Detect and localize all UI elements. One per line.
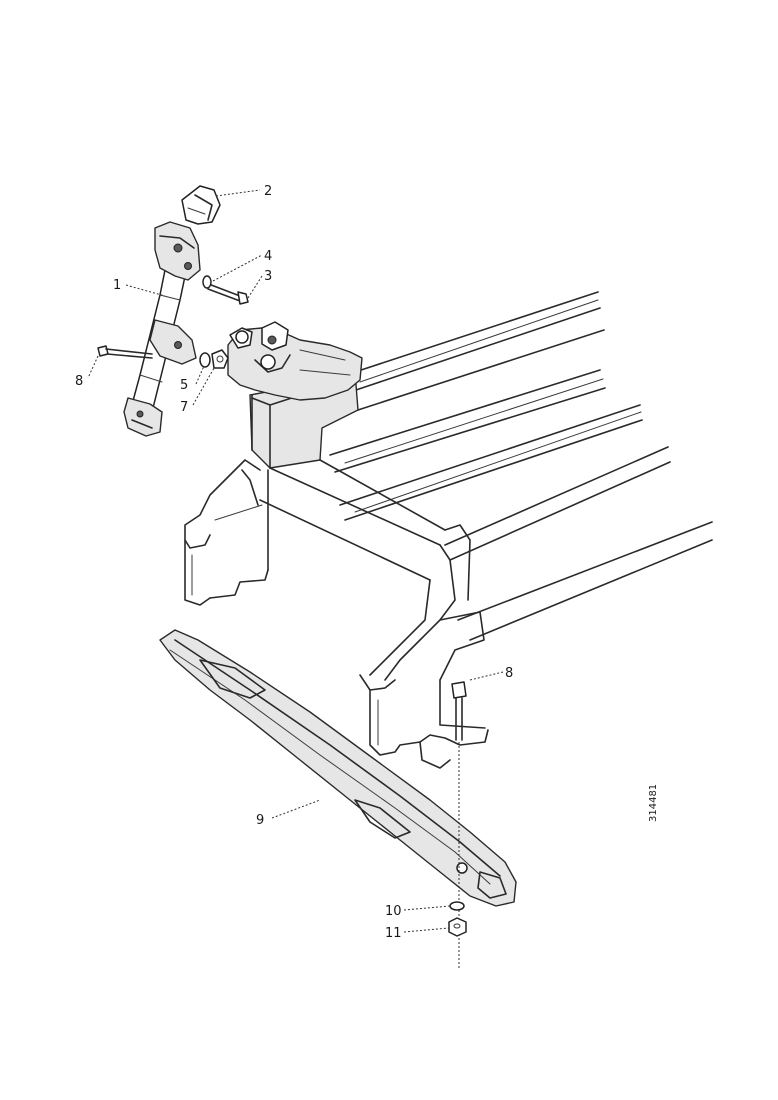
part-nut-7 <box>211 349 229 369</box>
callout-1: 1 <box>113 278 121 293</box>
callout-labels: 2 4 3 1 8 5 7 8 9 10 11 <box>75 184 513 941</box>
callout-10: 10 <box>385 904 402 919</box>
drawing-number: 314481 <box>648 784 659 822</box>
callout-6: 8 <box>75 374 83 389</box>
callout-4: 4 <box>264 249 272 264</box>
part-bolt-6 <box>97 345 153 359</box>
part-bolt-3 <box>205 282 249 305</box>
part-nut-11 <box>448 917 467 937</box>
part-washer-5 <box>199 352 211 368</box>
callout-9: 9 <box>256 813 264 828</box>
steering-gear-box <box>227 321 363 401</box>
part-washer-4 <box>202 275 212 289</box>
part-cap <box>181 185 221 225</box>
callout-2: 2 <box>264 184 272 199</box>
callout-8: 8 <box>505 666 513 681</box>
part-bolt-8 <box>451 681 467 741</box>
part-guard-9 <box>159 629 517 907</box>
part-washer-10 <box>449 901 465 911</box>
leader-lines <box>87 189 504 933</box>
steering-column <box>123 221 201 437</box>
callout-3: 3 <box>264 269 272 284</box>
callout-11: 11 <box>385 926 402 941</box>
callout-7: 7 <box>180 400 188 415</box>
callout-5: 5 <box>180 378 188 393</box>
